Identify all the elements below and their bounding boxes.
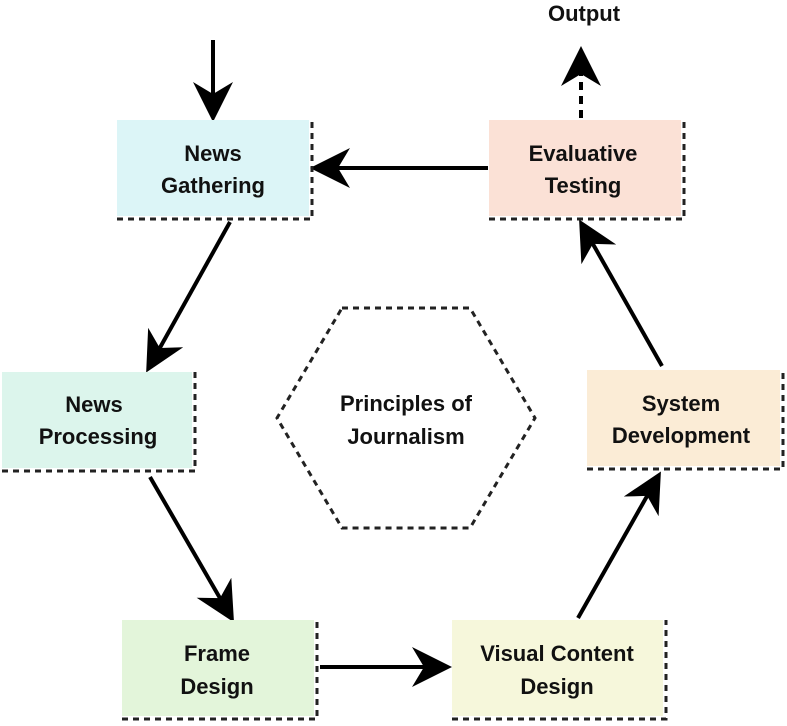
node-visual-content-design: Visual Content Design (452, 620, 668, 721)
node-evaluative-testing: Evaluative Testing (489, 120, 686, 221)
node-evaluative-testing-line2: Testing (545, 173, 622, 198)
arrow-processing-to-frame (148, 475, 235, 623)
node-visual-content-design-line1: Visual Content (480, 641, 634, 666)
node-system-development-line2: Development (612, 423, 751, 448)
node-visual-content-design-line2: Design (520, 674, 593, 699)
center-label-line1: Principles of (340, 391, 473, 416)
node-evaluative-testing-line1: Evaluative (529, 141, 638, 166)
node-frame-design: Frame Design (122, 620, 319, 721)
node-news-processing-line2: Processing (39, 424, 158, 449)
arrow-system-to-evaluative (579, 219, 664, 367)
node-system-development: System Development (587, 370, 785, 471)
node-frame-design-line1: Frame (184, 641, 250, 666)
output-label: Output (548, 1, 621, 26)
center-label-line2: Journalism (347, 424, 464, 449)
arrows (146, 40, 664, 687)
center-hexagon: Principles of Journalism (275, 306, 537, 530)
node-news-processing: News Processing (2, 372, 197, 473)
node-news-gathering: News Gathering (117, 120, 314, 221)
arrow-visual-to-system (576, 471, 661, 619)
node-news-processing-line1: News (65, 392, 122, 417)
node-system-development-line1: System (642, 391, 720, 416)
node-news-gathering-line1: News (184, 141, 241, 166)
node-news-gathering-line2: Gathering (161, 173, 265, 198)
arrow-gathering-to-processing (146, 221, 232, 373)
node-frame-design-line2: Design (180, 674, 253, 699)
